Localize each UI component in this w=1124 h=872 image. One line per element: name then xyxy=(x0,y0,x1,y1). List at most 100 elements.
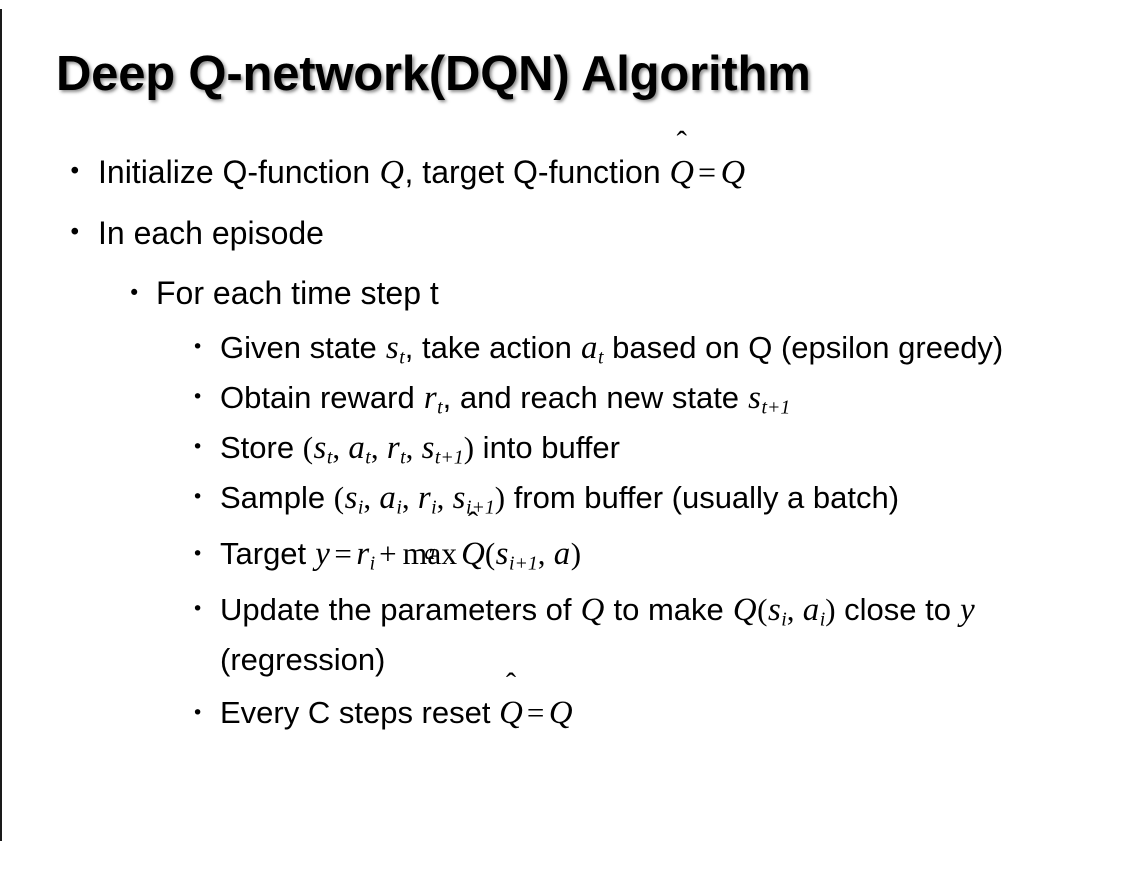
math-var-q: Q xyxy=(580,592,605,628)
math-var-s2: s xyxy=(421,430,435,466)
math-var-q: Q xyxy=(548,695,573,731)
math-open-paren: ( xyxy=(333,480,345,515)
bullet-dot-icon: • xyxy=(68,220,82,246)
math-close-paren: ) xyxy=(494,480,506,515)
text-run: Obtain reward xyxy=(220,380,424,415)
math-subscript-t: t xyxy=(437,396,443,419)
bullet-dot-icon: • xyxy=(192,486,204,508)
math-var-a: a xyxy=(348,430,365,466)
math-open-paren: ( xyxy=(302,430,314,465)
bullet-for-each-time-step-text: For each time step t xyxy=(156,275,439,311)
math-var-s: s xyxy=(344,480,358,516)
math-comma: , xyxy=(332,430,348,465)
math-subscript-i: i xyxy=(396,496,402,519)
text-run: (regression) xyxy=(220,642,386,677)
text-run: based on Q (epsilon greedy) xyxy=(603,330,1004,365)
bullet-given-state-text: Given state st, take action at based on … xyxy=(220,323,1094,373)
text-run: Sample xyxy=(220,480,334,515)
math-var-q2: Q xyxy=(732,592,757,628)
math-var-r: r xyxy=(356,536,370,572)
math-comma: , xyxy=(401,480,418,515)
bullet-dot-icon: • xyxy=(128,281,141,305)
bullet-dot-icon: • xyxy=(192,702,204,724)
bullet-update-parameters: • Update the parameters of Q to make Q(s… xyxy=(0,585,1124,684)
math-var-r: r xyxy=(417,480,431,516)
text-run: Given state xyxy=(220,330,386,365)
math-var-s: s xyxy=(495,536,509,572)
bullet-store-text: Store (st, at, rt, st+1) into buffer xyxy=(220,423,1094,473)
math-var-r: r xyxy=(386,430,400,466)
math-comma: , xyxy=(370,430,387,465)
math-subscript-t: t xyxy=(399,346,405,369)
math-var-s: s xyxy=(313,430,327,466)
math-close-paren: ) xyxy=(463,430,475,465)
math-subscript-i: i xyxy=(781,608,787,631)
bullet-target-text: Target y=ri+maxâQ(si+1, a) xyxy=(220,523,1094,585)
math-var-s: s xyxy=(385,330,399,366)
text-run: to make xyxy=(604,592,733,627)
math-equals: = xyxy=(334,536,352,571)
math-var-q: Q xyxy=(379,154,405,191)
bullet-sample: • Sample (si, ai, ri, si+1) from buffer … xyxy=(0,473,1124,523)
math-comma: , xyxy=(436,480,453,515)
math-subscript-t: t xyxy=(365,446,371,469)
math-max-label: max xyxy=(402,536,458,571)
page-title: Deep Q-network(DQN) Algorithm xyxy=(56,47,811,101)
math-subscript-t-plus-1: t+1 xyxy=(434,446,464,469)
math-var-qhat-base: Q xyxy=(461,536,485,572)
math-var-a: a xyxy=(802,592,820,628)
math-plus: + xyxy=(379,536,397,571)
math-close-paren: ) xyxy=(570,536,582,571)
text-run: , take action xyxy=(404,330,581,365)
text-run: Store xyxy=(220,430,303,465)
bullet-reset-target-network-text: Every C steps reset ̂Q=Q xyxy=(220,684,1094,742)
math-var-qhat-base: Q xyxy=(669,154,695,191)
math-open-paren: ( xyxy=(484,536,496,571)
bullet-dot-icon: • xyxy=(192,386,204,408)
math-var-s: s xyxy=(748,380,761,416)
math-subscript-t: t xyxy=(400,446,406,469)
bullet-target: • Target y=ri+maxâQ(si+1, a) xyxy=(0,523,1124,585)
bullet-update-parameters-text: Update the parameters of Q to make Q(si,… xyxy=(220,585,1094,684)
math-q-hat: ̂Q xyxy=(670,143,695,203)
math-subscript-i: i xyxy=(369,552,376,575)
bullet-dot-icon: • xyxy=(192,336,204,358)
math-var-s2: s xyxy=(452,480,466,516)
math-var-y: y xyxy=(960,592,975,628)
text-run: , and reach new state xyxy=(442,380,748,415)
bullet-obtain-reward: • Obtain reward rt, and reach new state … xyxy=(0,373,1124,423)
bullet-dot-icon: • xyxy=(68,159,82,185)
bullet-dot-icon: • xyxy=(192,598,204,620)
bullet-in-each-episode: • In each episode xyxy=(0,203,1124,263)
math-subscript-i-plus-1: i+1 xyxy=(465,496,495,519)
bullet-sample-text: Sample (si, ai, ri, si+1) from buffer (u… xyxy=(220,473,1094,523)
slide-body: • Initialize Q-function Q, target Q-func… xyxy=(0,142,1124,742)
slide-left-border xyxy=(0,9,2,841)
math-equals: = xyxy=(526,695,545,730)
math-var-qhat-base: Q xyxy=(499,695,523,731)
math-var-a: a xyxy=(581,330,598,366)
math-subscript-i: i xyxy=(819,608,826,631)
bullet-for-each-time-step: • For each time step t xyxy=(0,263,1124,323)
math-q-hat: ̂Q xyxy=(499,684,523,742)
math-var-r: r xyxy=(423,380,437,416)
math-var-a: a xyxy=(379,480,396,516)
math-equals: = xyxy=(698,154,717,190)
text-run: Every C steps reset xyxy=(220,695,500,730)
bullet-dot-icon: • xyxy=(192,543,204,565)
math-var-a: a xyxy=(553,536,571,572)
text-run: Target xyxy=(220,536,315,571)
bullet-given-state: • Given state st, take action at based o… xyxy=(0,323,1124,373)
text-run: close to xyxy=(835,592,960,627)
math-close-paren: ) xyxy=(825,592,836,627)
math-max-limit: a xyxy=(424,539,436,565)
math-var-s: s xyxy=(767,592,781,628)
bullet-initialize-text: Initialize Q-function Q, target Q-functi… xyxy=(98,142,1124,203)
bullet-obtain-reward-text: Obtain reward rt, and reach new state st… xyxy=(220,373,1094,423)
math-comma: , xyxy=(363,480,379,515)
bullet-dot-icon: • xyxy=(192,436,204,458)
math-var-y: y xyxy=(315,536,330,572)
text-run: Initialize Q-function xyxy=(98,154,380,190)
